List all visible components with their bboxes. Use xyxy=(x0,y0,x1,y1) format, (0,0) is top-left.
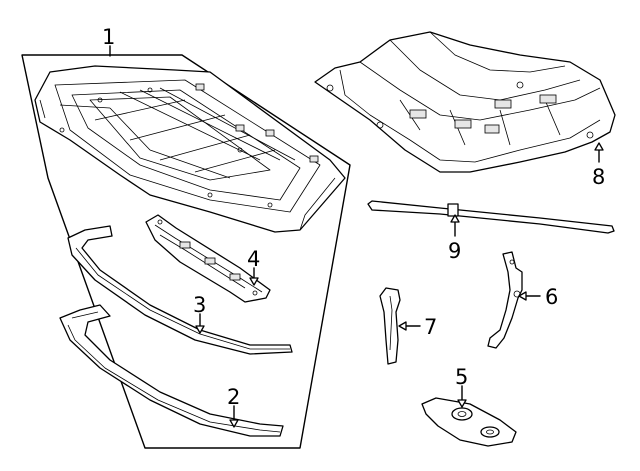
arrow-6 xyxy=(518,291,527,301)
part-1-splash-shield xyxy=(34,65,346,233)
callout-7: 7 xyxy=(424,315,437,339)
arrow-7 xyxy=(398,321,407,331)
group-1-outline xyxy=(21,54,351,449)
callout-2: 2 xyxy=(227,385,240,409)
callout-3: 3 xyxy=(193,293,206,317)
arrow-2 xyxy=(229,419,239,428)
callout-5: 5 xyxy=(455,365,468,389)
part-5-base-plate xyxy=(421,397,517,447)
callout-9: 9 xyxy=(448,239,461,263)
callout-6: 6 xyxy=(545,285,558,309)
part-2-deflector xyxy=(59,304,284,437)
part-6-bracket xyxy=(487,251,523,349)
part-4-bracket xyxy=(145,214,271,303)
callout-1: 1 xyxy=(102,25,115,49)
arrow-9 xyxy=(450,214,460,223)
callout-8: 8 xyxy=(592,165,605,189)
arrow-5 xyxy=(457,399,467,408)
callout-4: 4 xyxy=(247,247,260,271)
part-8-underbody-tray xyxy=(314,31,616,173)
part-7-bracket xyxy=(379,287,401,365)
arrow-8 xyxy=(594,142,604,151)
part-3-trim-strip xyxy=(67,225,293,355)
arrow-3 xyxy=(195,325,205,334)
part-9-rod xyxy=(367,200,615,234)
arrow-4 xyxy=(249,277,259,286)
